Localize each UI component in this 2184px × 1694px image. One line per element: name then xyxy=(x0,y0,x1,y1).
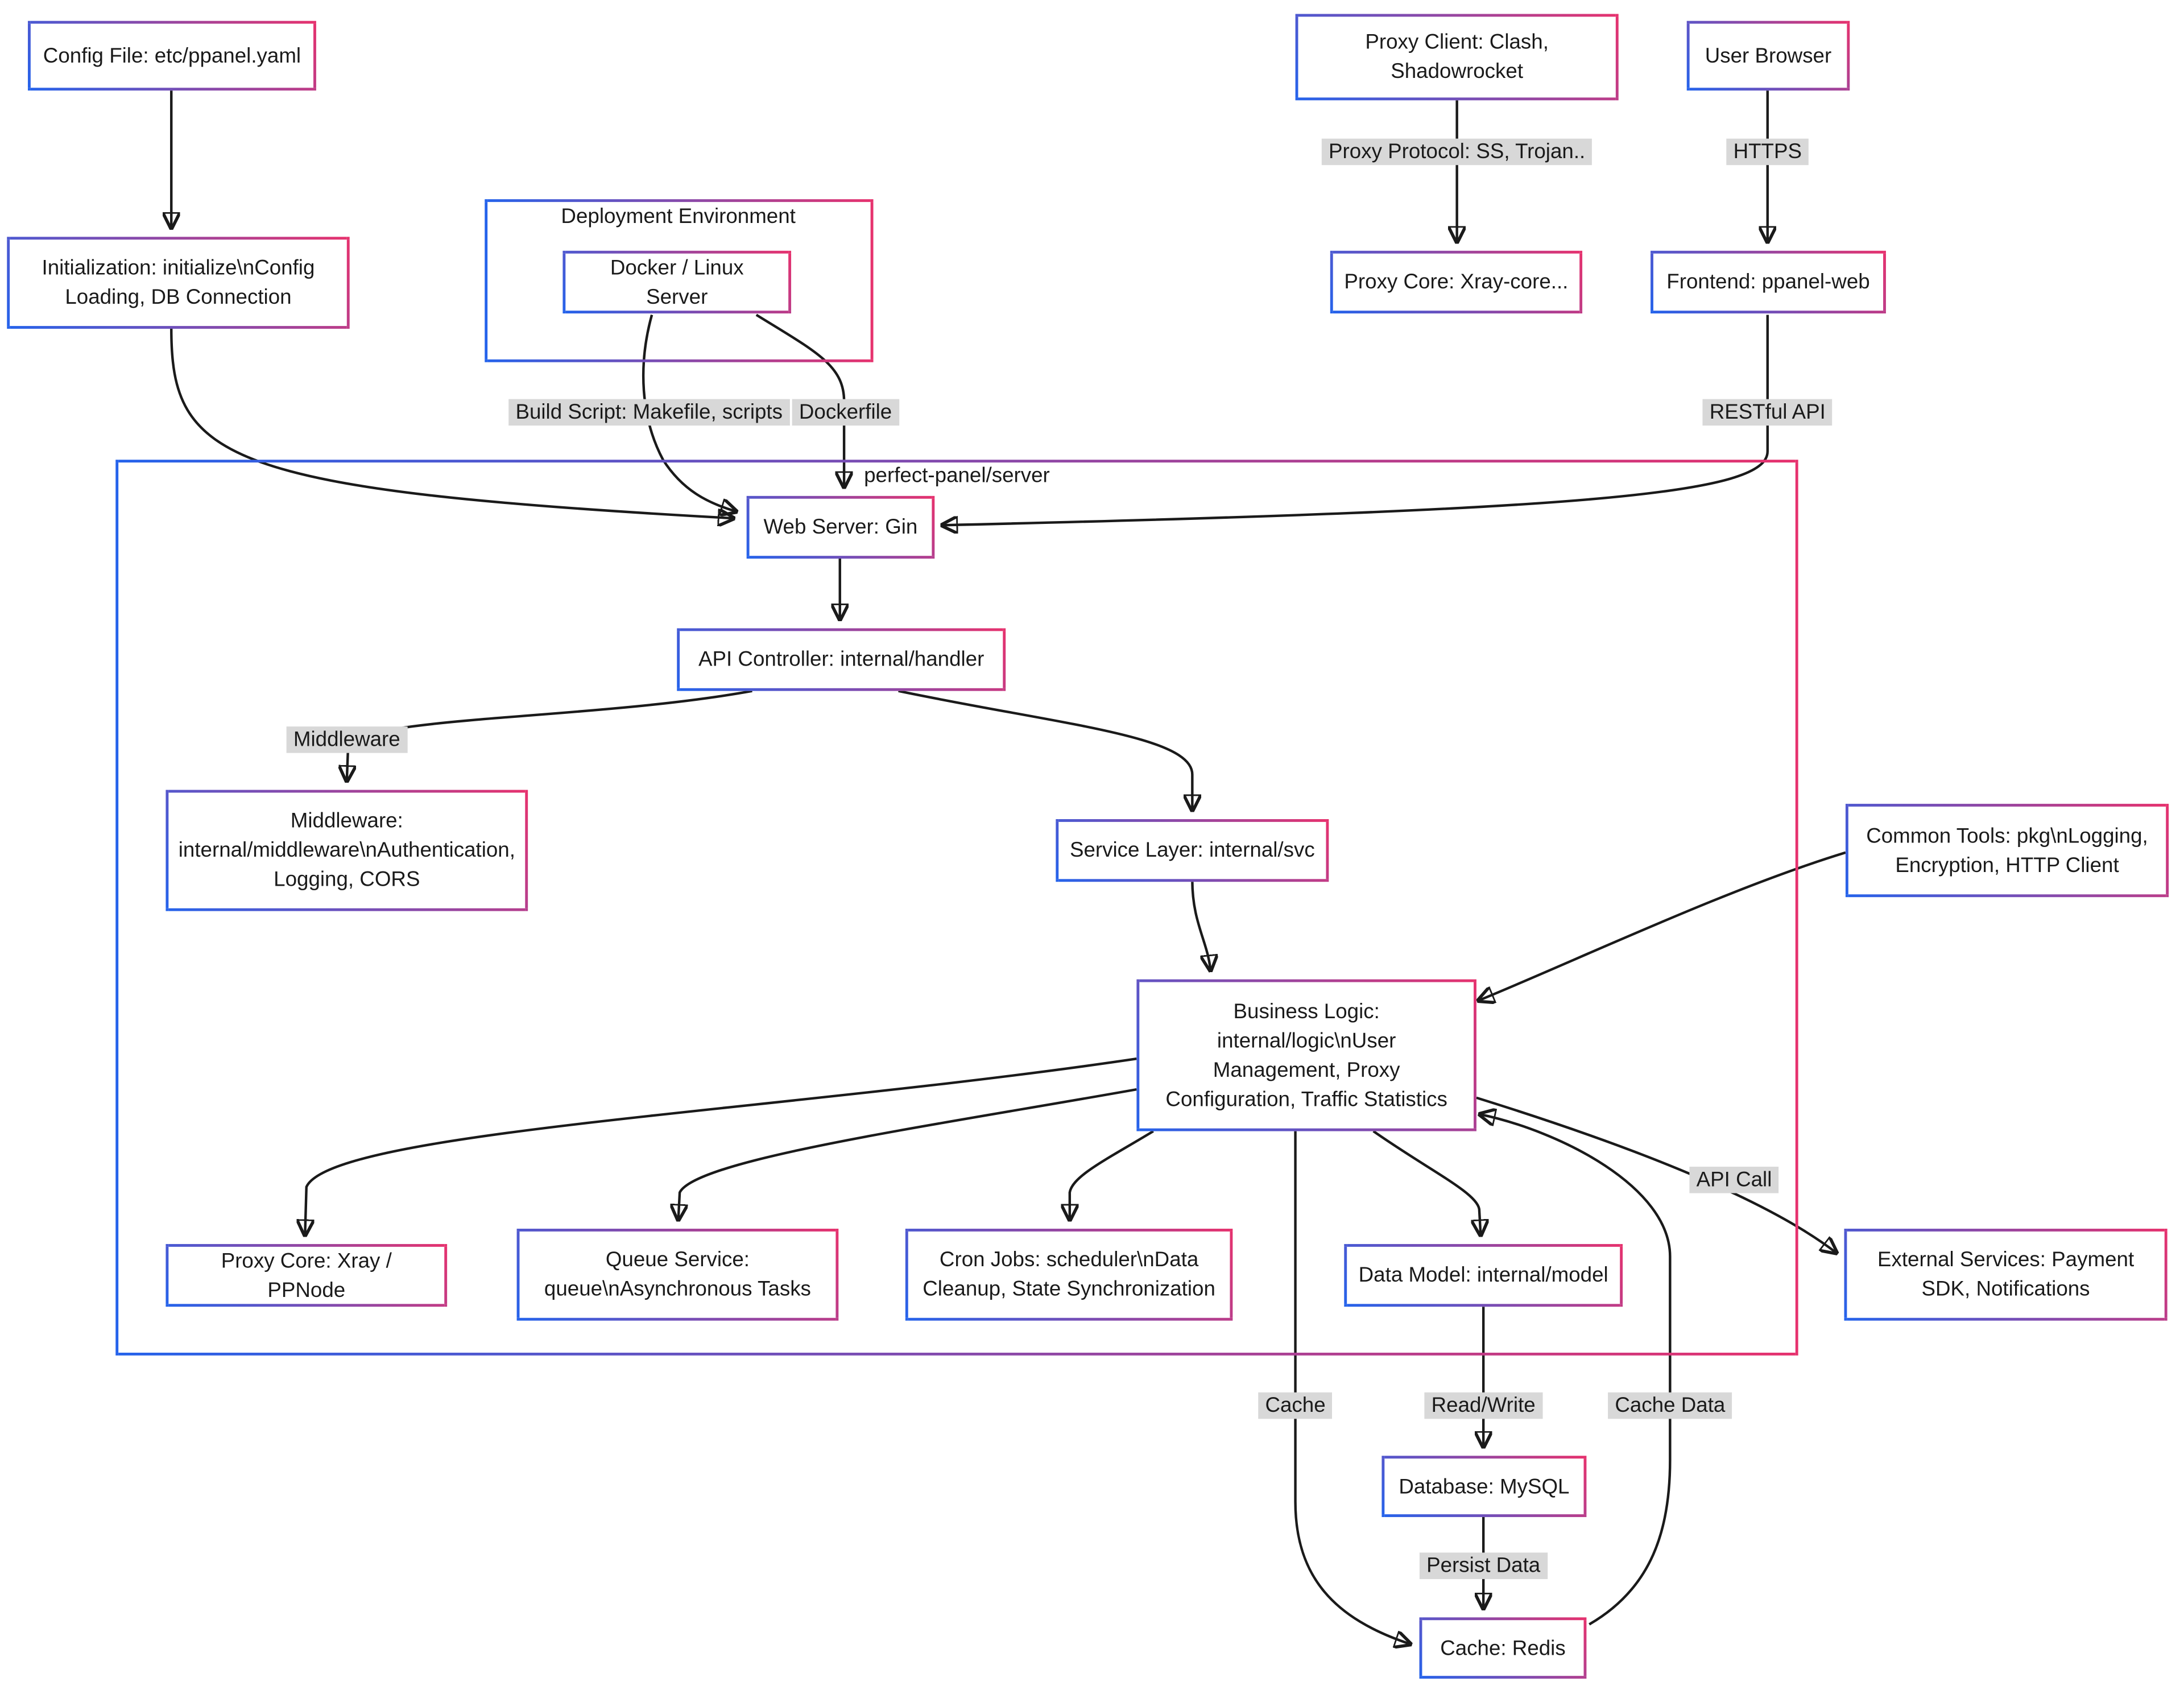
node-frontend: Frontend: ppanel-web xyxy=(1651,250,1886,314)
edge-label-cache: Cache xyxy=(1258,1392,1333,1419)
node-api-controller: API Controller: internal/handler xyxy=(677,628,1006,691)
node-cron-jobs: Cron Jobs: scheduler\nData Cleanup, Stat… xyxy=(905,1229,1233,1321)
node-proxy-core-xray: Proxy Core: Xray-core... xyxy=(1330,250,1583,314)
deployment-environment-container xyxy=(485,199,874,362)
node-external-services: External Services: Payment SDK, Notifica… xyxy=(1844,1229,2168,1321)
server-container-label: perfect-panel/server xyxy=(864,464,1050,488)
node-business-logic: Business Logic: internal/logic\nUser Man… xyxy=(1136,979,1476,1131)
edge-label-restful-api: RESTful API xyxy=(1702,399,1833,426)
edge-businesslogic-to-redis-cache xyxy=(1294,1131,1410,1644)
edge-label-read-write: Read/Write xyxy=(1424,1392,1542,1419)
node-initialization: Initialization: initialize\nConfig Loadi… xyxy=(7,237,350,329)
node-docker: Docker / Linux Server xyxy=(562,250,792,314)
node-cache-redis: Cache: Redis xyxy=(1419,1617,1587,1679)
node-proxy-client: Proxy Client: Clash, Shadowrocket xyxy=(1295,14,1619,101)
node-config-file: Config File: etc/ppanel.yaml xyxy=(27,20,316,91)
node-middleware: Middleware: internal/middleware\nAuthent… xyxy=(166,790,528,911)
node-common-tools: Common Tools: pkg\nLogging, Encryption, … xyxy=(1845,804,2169,898)
edge-label-cache-data: Cache Data xyxy=(1608,1392,1732,1419)
node-proxy-core-node: Proxy Core: Xray / PPNode xyxy=(166,1243,448,1307)
edge-label-persist-data: Persist Data xyxy=(1419,1552,1548,1579)
node-data-model: Data Model: internal/model xyxy=(1344,1243,1623,1307)
edge-label-dockerfile: Dockerfile xyxy=(792,399,899,426)
node-web-server: Web Server: Gin xyxy=(746,495,935,559)
edge-label-https: HTTPS xyxy=(1726,138,1809,166)
node-queue-service: Queue Service: queue\nAsynchronous Tasks xyxy=(516,1229,839,1321)
edge-label-proxy-protocol: Proxy Protocol: SS, Trojan.. xyxy=(1321,138,1592,166)
node-database: Database: MySQL xyxy=(1381,1456,1587,1517)
deployment-environment-label: Deployment Environment xyxy=(561,205,796,229)
edge-label-api-call: API Call xyxy=(1689,1167,1779,1193)
node-service-layer: Service Layer: internal/svc xyxy=(1056,819,1329,882)
node-user-browser: User Browser xyxy=(1686,20,1850,91)
edge-label-build-script: Build Script: Makefile, scripts xyxy=(508,399,790,426)
edge-label-middleware: Middleware xyxy=(286,726,407,753)
